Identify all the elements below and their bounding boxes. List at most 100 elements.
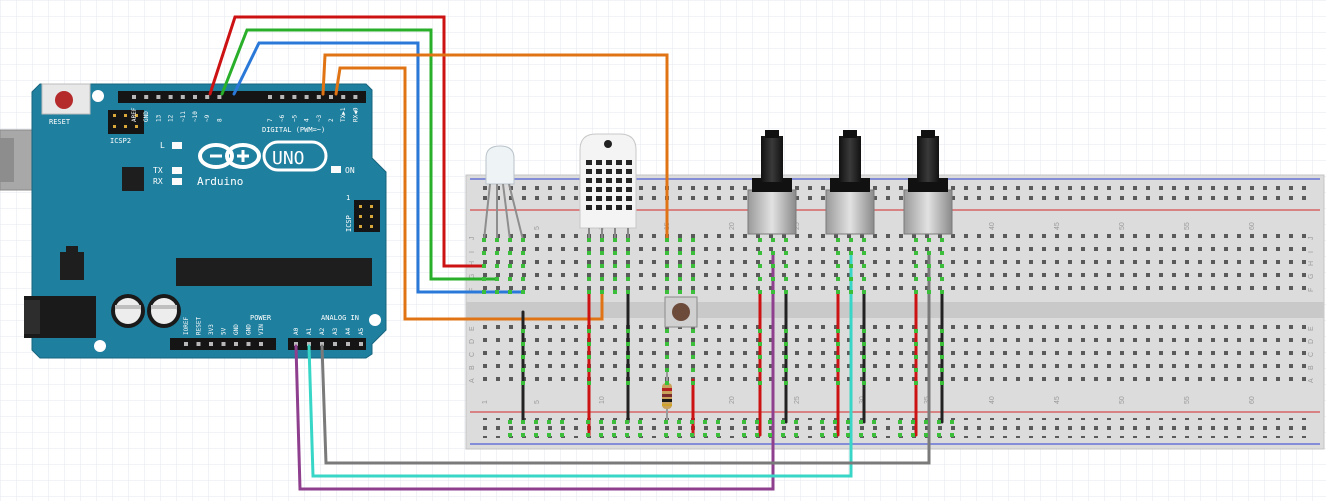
- connected-hole: [849, 238, 853, 242]
- connected-hole: [758, 342, 762, 346]
- digital-pin[interactable]: [156, 95, 161, 99]
- column-number: 20: [729, 222, 736, 230]
- rail-hole: [898, 420, 902, 424]
- connected-hole: [836, 238, 840, 242]
- connected-hole: [784, 329, 788, 333]
- icsp2-label: ICSP2: [110, 137, 131, 145]
- power-pin[interactable]: [246, 342, 251, 346]
- dht-vent: [616, 205, 622, 210]
- digital-pin[interactable]: [217, 95, 222, 99]
- dht-vent: [616, 169, 622, 174]
- power-pin[interactable]: [196, 342, 201, 346]
- connected-hole: [678, 251, 682, 255]
- analog-pin[interactable]: [346, 342, 350, 346]
- rail-hole: [950, 420, 954, 424]
- connected-hole: [927, 238, 931, 242]
- connected-hole: [758, 238, 762, 242]
- connected-hole: [758, 355, 762, 359]
- connected-hole: [508, 251, 512, 255]
- connected-hole: [482, 277, 486, 281]
- top-terminal-strip: [483, 234, 1313, 299]
- connected-hole: [927, 251, 931, 255]
- potentiometer-1[interactable]: [747, 130, 797, 235]
- connected-hole: [784, 264, 788, 268]
- digital-pin[interactable]: [280, 95, 285, 99]
- connected-hole: [691, 251, 695, 255]
- connected-hole: [836, 342, 840, 346]
- atmega-chip: [176, 258, 372, 286]
- digital-pin[interactable]: [144, 95, 149, 99]
- rail-hole: [781, 420, 785, 424]
- digital-pin[interactable]: [205, 95, 210, 99]
- connected-hole: [862, 368, 866, 372]
- digital-pin[interactable]: [180, 95, 185, 99]
- potentiometer-3[interactable]: [903, 130, 953, 235]
- analog-pin[interactable]: [333, 342, 337, 346]
- digital-pin[interactable]: [132, 95, 136, 99]
- power-pin[interactable]: [234, 342, 238, 346]
- digital-pin[interactable]: [292, 95, 297, 99]
- connected-hole: [665, 329, 669, 333]
- dht-vent: [596, 205, 602, 210]
- connected-hole: [691, 264, 695, 268]
- rail-hole: [586, 433, 590, 437]
- connected-hole: [495, 290, 499, 294]
- connected-hole: [613, 290, 617, 294]
- dht-vent: [606, 187, 612, 192]
- power-pin[interactable]: [221, 342, 226, 346]
- reset-button[interactable]: [41, 83, 91, 115]
- power-pin[interactable]: [184, 342, 188, 346]
- dht-vent: [586, 160, 592, 165]
- capacitors: [111, 294, 181, 328]
- connected-hole: [758, 329, 762, 333]
- potentiometer-2[interactable]: [825, 130, 875, 235]
- connected-hole: [521, 368, 525, 372]
- analog-pin-label: A3: [332, 327, 339, 335]
- connected-hole: [691, 342, 695, 346]
- digital-pin[interactable]: [329, 95, 333, 99]
- digital-pin[interactable]: [341, 95, 346, 99]
- rail-hole: [872, 433, 876, 437]
- connected-hole: [626, 381, 630, 385]
- column-number: 40: [989, 222, 996, 230]
- row-letter: E: [469, 326, 476, 331]
- rx-label: RX: [153, 177, 163, 186]
- connected-hole: [849, 264, 853, 268]
- connected-hole: [927, 277, 931, 281]
- column-number: 1: [482, 400, 489, 404]
- digital-header: [118, 91, 366, 103]
- digital-pin[interactable]: [268, 95, 272, 99]
- connected-hole: [665, 277, 669, 281]
- connected-hole: [862, 290, 866, 294]
- digital-pin[interactable]: [168, 95, 173, 99]
- power-pin[interactable]: [209, 342, 213, 346]
- rail-hole: [846, 420, 850, 424]
- connected-hole: [940, 251, 944, 255]
- analog-pin[interactable]: [320, 342, 324, 346]
- center-channel: [466, 302, 1324, 318]
- analog-pin-label: A2: [319, 327, 326, 335]
- connected-hole: [914, 290, 918, 294]
- row-letter: C: [1308, 352, 1315, 357]
- column-number: 25: [794, 222, 801, 230]
- rail-hole: [625, 433, 629, 437]
- rail-hole: [612, 420, 616, 424]
- power-pin[interactable]: [259, 342, 263, 346]
- push-button[interactable]: [664, 296, 698, 328]
- digital-pin-label: GND: [143, 111, 150, 122]
- connected-hole: [914, 368, 918, 372]
- row-letter: B: [1308, 365, 1315, 370]
- analog-pin[interactable]: [294, 342, 298, 346]
- on-led: [331, 166, 341, 173]
- wire-purple-a0: [294, 251, 775, 491]
- digital-pin[interactable]: [304, 95, 309, 99]
- analog-pin[interactable]: [307, 342, 311, 346]
- digital-pin[interactable]: [316, 95, 321, 99]
- rail-hole: [742, 433, 746, 437]
- digital-pin[interactable]: [353, 95, 358, 99]
- digital-pin-label: ~3: [316, 114, 323, 122]
- digital-pin[interactable]: [193, 95, 197, 99]
- connected-hole: [914, 342, 918, 346]
- analog-pin[interactable]: [359, 342, 363, 346]
